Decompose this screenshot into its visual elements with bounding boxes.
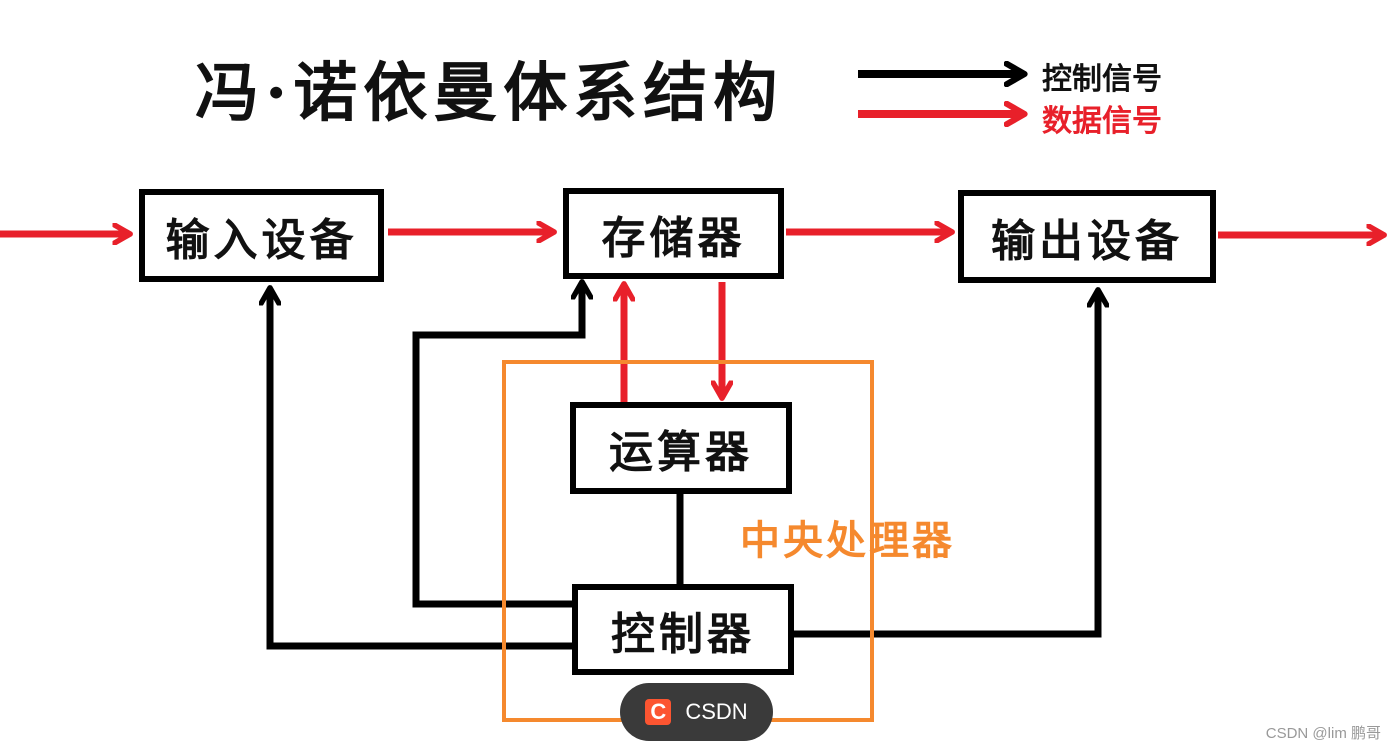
output-device-box: 输出设备 [958, 190, 1216, 283]
control-line-to-output [794, 292, 1098, 638]
csdn-logo-icon: C [645, 699, 672, 725]
cpu-label: 中央处理器 [740, 517, 955, 564]
author-watermark: CSDN @lim 鹏哥 [1265, 725, 1381, 742]
input-device-box: 输入设备 [139, 189, 384, 282]
csdn-badge[interactable]: C CSDN [620, 683, 773, 741]
legend-data-label: 数据信号 [1042, 104, 1162, 139]
control-line-to-input [270, 290, 574, 650]
legend-control-label: 控制信号 [1042, 62, 1162, 97]
control-line-to-memory [412, 284, 582, 608]
diagram-title: 冯·诺依曼体系结构 [195, 56, 784, 131]
controller-box: 控制器 [572, 584, 794, 675]
memory-box: 存储器 [563, 188, 784, 279]
csdn-badge-label: CSDN [685, 699, 748, 724]
alu-box: 运算器 [570, 402, 792, 494]
